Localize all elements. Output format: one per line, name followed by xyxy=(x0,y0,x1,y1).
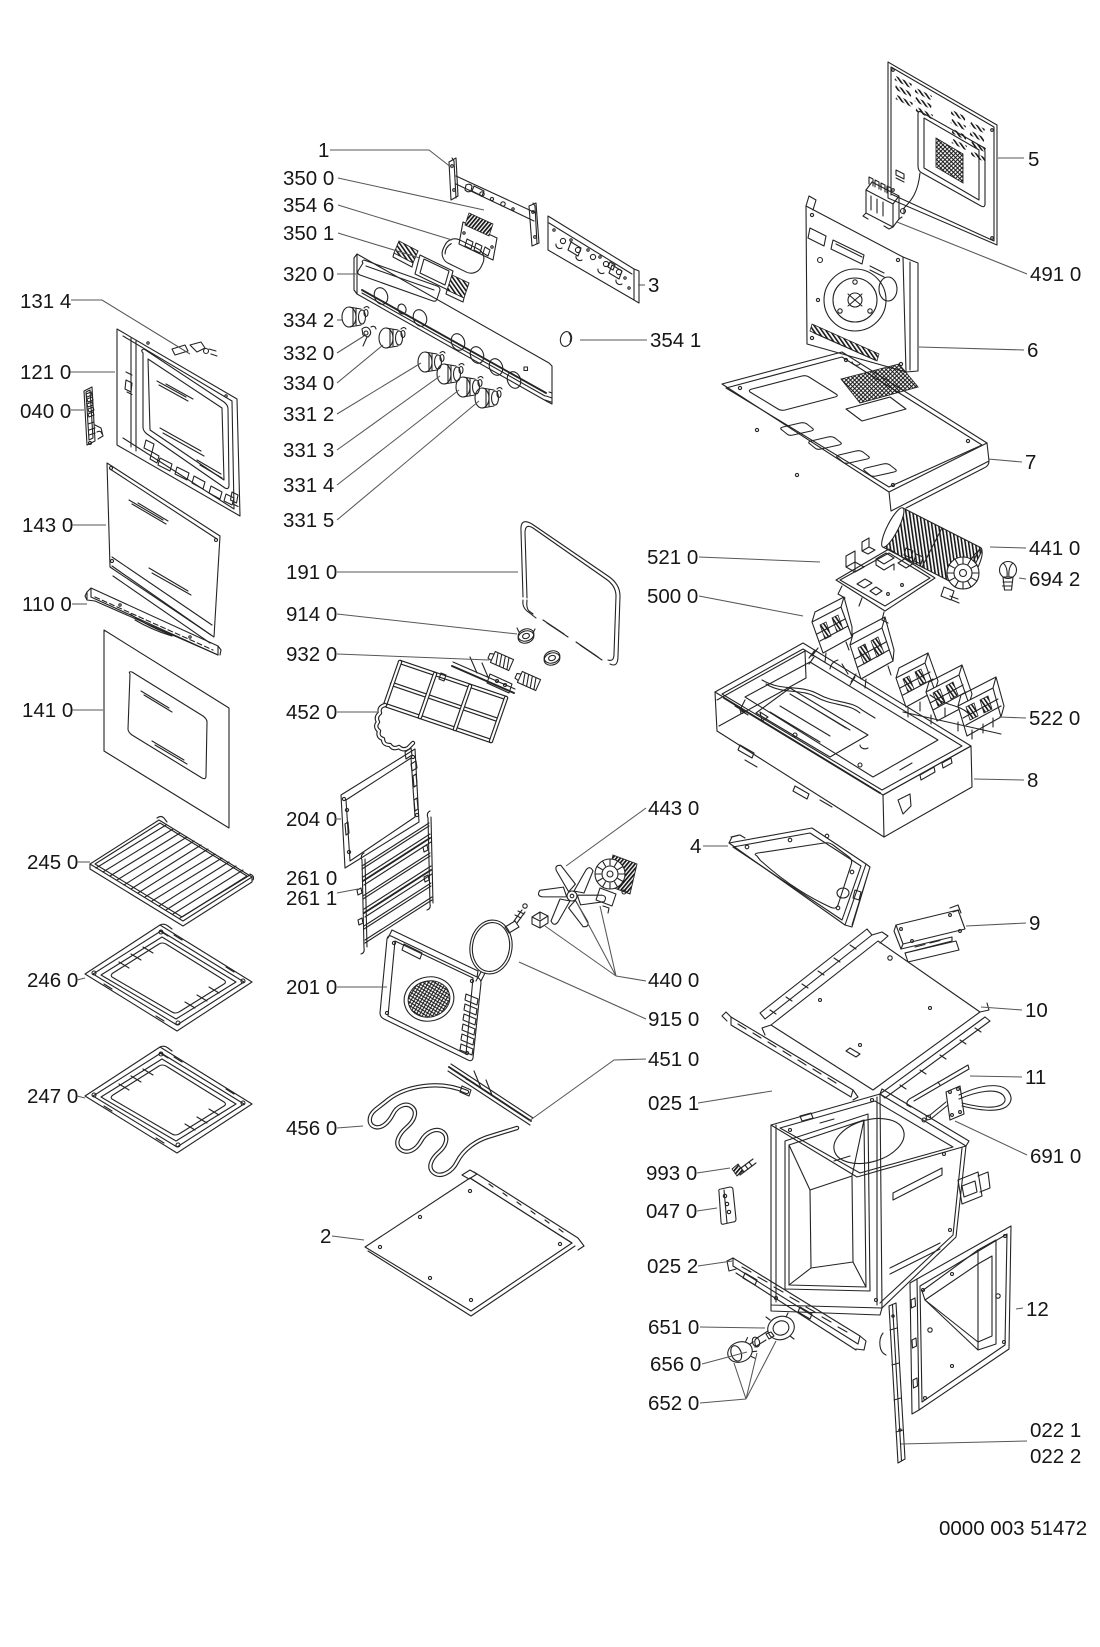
svg-text:6: 6 xyxy=(1027,339,1038,362)
svg-text:245 0: 245 0 xyxy=(27,851,78,874)
svg-text:9: 9 xyxy=(1029,912,1040,935)
svg-text:110 0: 110 0 xyxy=(22,593,72,616)
svg-text:522 0: 522 0 xyxy=(1029,707,1080,730)
svg-text:354 6: 354 6 xyxy=(283,194,334,217)
svg-text:694 2: 694 2 xyxy=(1029,568,1080,591)
svg-text:500 0: 500 0 xyxy=(647,585,698,608)
svg-text:334 0: 334 0 xyxy=(283,372,334,395)
svg-text:691 0: 691 0 xyxy=(1030,1145,1081,1168)
svg-text:914 0: 914 0 xyxy=(286,603,337,626)
svg-text:261 1: 261 1 xyxy=(286,887,337,910)
svg-text:131 4: 131 4 xyxy=(20,290,71,313)
svg-text:331 3: 331 3 xyxy=(283,439,334,462)
svg-text:025 1: 025 1 xyxy=(648,1092,699,1115)
svg-text:141 0: 141 0 xyxy=(22,699,73,722)
svg-text:491 0: 491 0 xyxy=(1030,263,1081,286)
svg-text:350 0: 350 0 xyxy=(283,167,334,190)
svg-text:143 0: 143 0 xyxy=(22,514,73,537)
svg-text:331 2: 331 2 xyxy=(283,403,334,426)
svg-text:12: 12 xyxy=(1026,1298,1049,1321)
svg-text:652 0: 652 0 xyxy=(648,1392,699,1415)
svg-text:191 0: 191 0 xyxy=(286,561,337,584)
svg-text:1: 1 xyxy=(318,139,329,162)
svg-text:2: 2 xyxy=(320,1225,331,1248)
svg-text:350 1: 350 1 xyxy=(283,222,334,245)
svg-text:334 2: 334 2 xyxy=(283,309,334,332)
svg-text:204 0: 204 0 xyxy=(286,808,337,831)
svg-text:7: 7 xyxy=(1025,451,1036,474)
svg-text:3: 3 xyxy=(648,274,659,297)
svg-text:040 0: 040 0 xyxy=(20,400,71,423)
svg-text:354 1: 354 1 xyxy=(650,329,701,352)
svg-text:932 0: 932 0 xyxy=(286,643,337,666)
svg-text:10: 10 xyxy=(1025,999,1048,1022)
svg-text:440 0: 440 0 xyxy=(648,969,699,992)
svg-text:331 5: 331 5 xyxy=(283,509,334,532)
svg-text:022 1: 022 1 xyxy=(1030,1419,1081,1442)
svg-text:11: 11 xyxy=(1025,1066,1046,1089)
svg-text:993 0: 993 0 xyxy=(646,1162,697,1185)
svg-text:201 0: 201 0 xyxy=(286,976,337,999)
svg-text:452 0: 452 0 xyxy=(286,701,337,724)
svg-text:915 0: 915 0 xyxy=(648,1008,699,1031)
svg-text:246 0: 246 0 xyxy=(27,969,78,992)
svg-text:521 0: 521 0 xyxy=(647,546,698,569)
svg-text:651 0: 651 0 xyxy=(648,1316,699,1339)
svg-text:451 0: 451 0 xyxy=(648,1048,699,1071)
svg-text:8: 8 xyxy=(1027,769,1038,792)
svg-text:443 0: 443 0 xyxy=(648,797,699,820)
svg-text:261 0: 261 0 xyxy=(286,867,337,890)
svg-text:121 0: 121 0 xyxy=(20,361,71,384)
svg-text:247 0: 247 0 xyxy=(27,1085,78,1108)
svg-text:656 0: 656 0 xyxy=(650,1353,701,1376)
svg-text:441 0: 441 0 xyxy=(1029,537,1080,560)
svg-text:456 0: 456 0 xyxy=(286,1117,337,1140)
svg-text:331 4: 331 4 xyxy=(283,474,334,497)
svg-text:320 0: 320 0 xyxy=(283,263,334,286)
svg-text:047 0: 047 0 xyxy=(646,1200,697,1223)
svg-text:025 2: 025 2 xyxy=(647,1255,698,1278)
svg-text:5: 5 xyxy=(1028,148,1039,171)
svg-text:022 2: 022 2 xyxy=(1030,1445,1081,1468)
svg-text:332 0: 332 0 xyxy=(283,342,334,365)
svg-text:4: 4 xyxy=(690,835,701,858)
svg-text:0000 003 51472: 0000 003 51472 xyxy=(939,1517,1087,1540)
